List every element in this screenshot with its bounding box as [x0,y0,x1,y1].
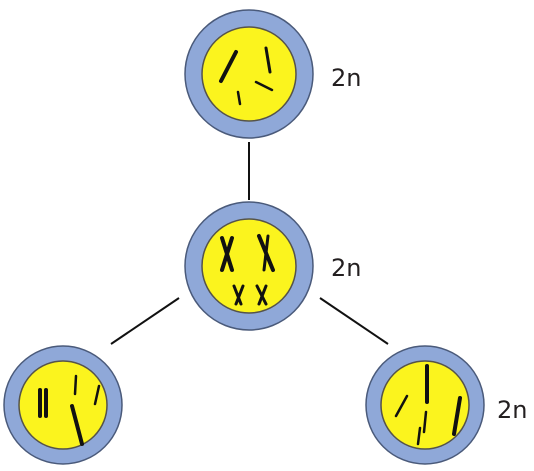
chromosome [394,394,409,418]
chromosomes [220,234,275,306]
chromosome [452,396,462,436]
chromosomes [219,46,274,106]
nucleus [380,360,470,450]
chromosomes [394,364,462,446]
chromosome [422,410,428,434]
chromosome [257,284,268,306]
chromosome [219,50,238,83]
chromosome [264,46,272,74]
chromosome [236,90,242,106]
daughter-cell-right [365,345,485,465]
chromosome [234,284,245,306]
chromosome [232,284,243,306]
connector-dividing-to-right [319,297,389,345]
dividing-cell [184,201,314,331]
ploidy-label-parent: 2n [331,64,361,92]
chromosome [254,80,274,92]
ploidy-label-right: 2n [497,396,527,424]
connector-dividing-to-left [110,297,180,345]
nucleus [201,218,297,314]
ploidy-label-dividing: 2n [331,254,361,282]
daughter-cell-left [3,345,123,465]
chromosome [73,374,78,396]
chromosome [220,236,234,272]
chromosome [416,426,422,446]
chromosome [70,404,84,446]
chromosome [93,384,101,406]
nucleus [18,360,108,450]
parent-cell [184,9,314,139]
chromosome [262,234,270,272]
nucleus [201,26,297,122]
chromosomes [38,374,101,446]
